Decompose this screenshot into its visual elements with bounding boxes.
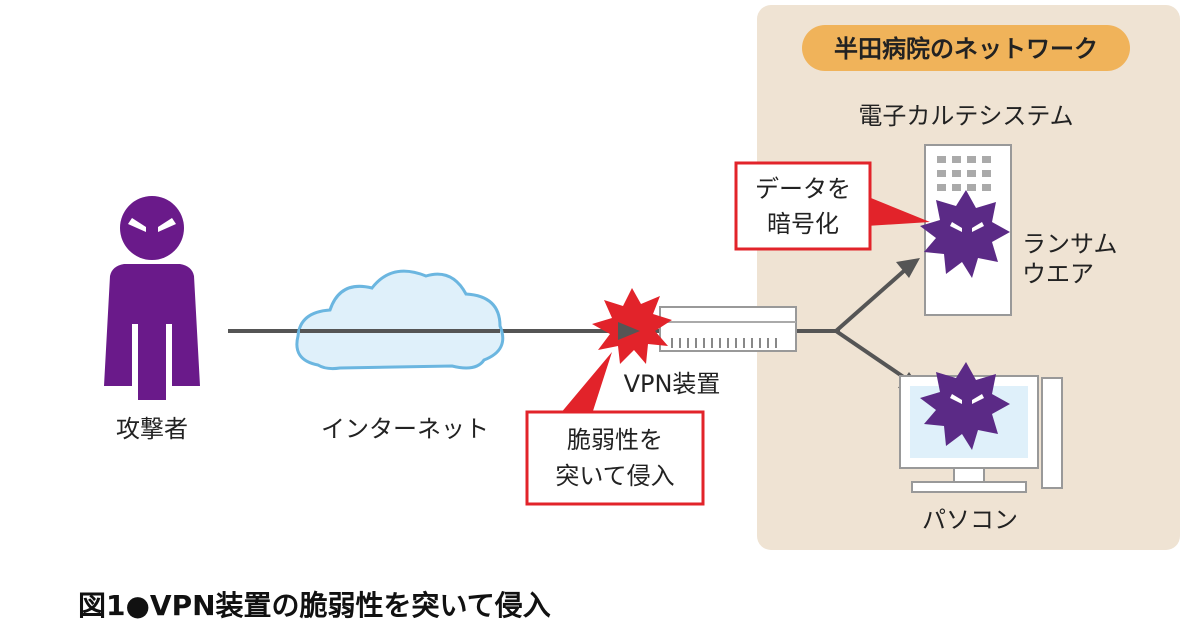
vpn-label: VPN装置: [624, 370, 721, 398]
callout-encrypt-line1: データを: [755, 175, 851, 203]
branch-line-server: [834, 268, 907, 333]
intrusion-arrowhead: [618, 322, 640, 340]
network-title-pill: [802, 25, 1130, 71]
arrowhead-server: [896, 258, 920, 278]
branch-line-pc: [834, 329, 907, 380]
callout-exploit-line2: 突いて侵入: [555, 462, 674, 490]
ransomware-server-icon: [920, 190, 1010, 278]
callout-encrypt-pointer: [866, 196, 930, 226]
figure-caption: 図1●VPN装置の脆弱性を突いて侵入: [78, 589, 551, 622]
pc-label: パソコン: [922, 506, 1018, 534]
callout-exploit-line1: 脆弱性を: [567, 426, 663, 454]
internet-cloud-icon: [295, 269, 505, 371]
callout-encrypt-box: [734, 161, 872, 251]
vpn-device-icon: [659, 306, 797, 352]
internet-label: インターネット: [321, 415, 489, 443]
server-label: 電子カルテシステム: [858, 102, 1073, 130]
callout-encrypt-line2: 暗号化: [767, 210, 839, 238]
intrusion-burst-icon: [592, 288, 672, 364]
network-title: 半田病院のネットワーク: [834, 35, 1098, 63]
ransomware-pc-icon: [920, 362, 1010, 450]
callout-exploit-pointer: [560, 352, 612, 414]
attacker-icon: [104, 196, 200, 400]
attacker-label: 攻撃者: [116, 415, 188, 443]
ransomware-label-line2: ウエア: [1022, 260, 1094, 288]
ransomware-label-line1: ランサム: [1022, 230, 1118, 258]
callout-exploit-box: [525, 410, 705, 506]
